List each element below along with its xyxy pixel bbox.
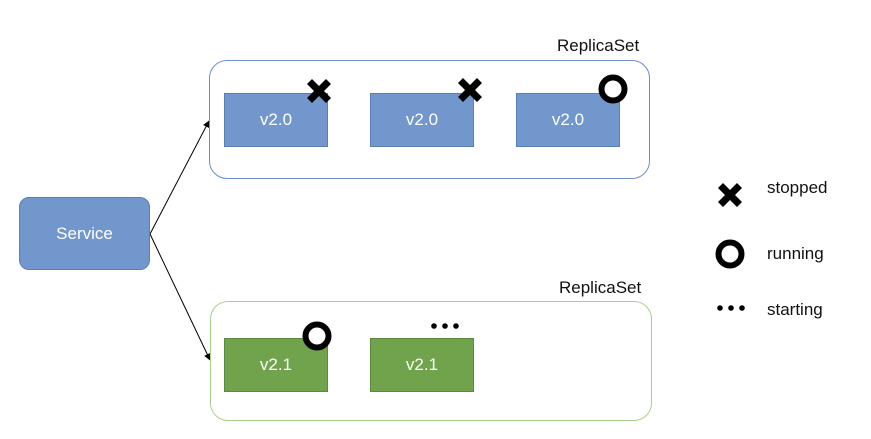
legend-starting-icon xyxy=(717,305,745,311)
running-icon xyxy=(302,321,332,351)
pod-label: v2.1 xyxy=(259,355,293,374)
starting-icon xyxy=(431,323,459,329)
pod-v20-2: v2.0 xyxy=(370,93,474,147)
arrow-service-to-replicaset-v21 xyxy=(149,233,211,361)
legend-running-icon xyxy=(715,239,745,269)
stopped-icon xyxy=(458,78,482,102)
pod-label: v2.0 xyxy=(405,110,439,129)
pod-v21-2: v2.1 xyxy=(370,338,474,392)
running-icon xyxy=(598,74,628,104)
stopped-icon xyxy=(307,79,331,103)
legend-starting-label: starting xyxy=(767,300,823,319)
pod-v20-3: v2.0 xyxy=(516,93,620,147)
service-label: Service xyxy=(56,223,113,243)
pod-label: v2.0 xyxy=(551,110,585,129)
legend-stopped-label: stopped xyxy=(767,178,828,197)
legend-running-label: running xyxy=(767,244,824,263)
pod-label: v2.1 xyxy=(405,355,439,374)
arrow-service-to-replicaset-v20 xyxy=(149,120,210,235)
pod-label: v2.0 xyxy=(259,110,293,129)
replicaset-v20-label: ReplicaSet xyxy=(557,36,640,55)
legend-stopped-icon xyxy=(718,183,742,207)
pod-v20-1: v2.0 xyxy=(224,93,328,147)
replicaset-v21-label: ReplicaSet xyxy=(559,278,642,297)
service-node: Service xyxy=(19,197,150,270)
